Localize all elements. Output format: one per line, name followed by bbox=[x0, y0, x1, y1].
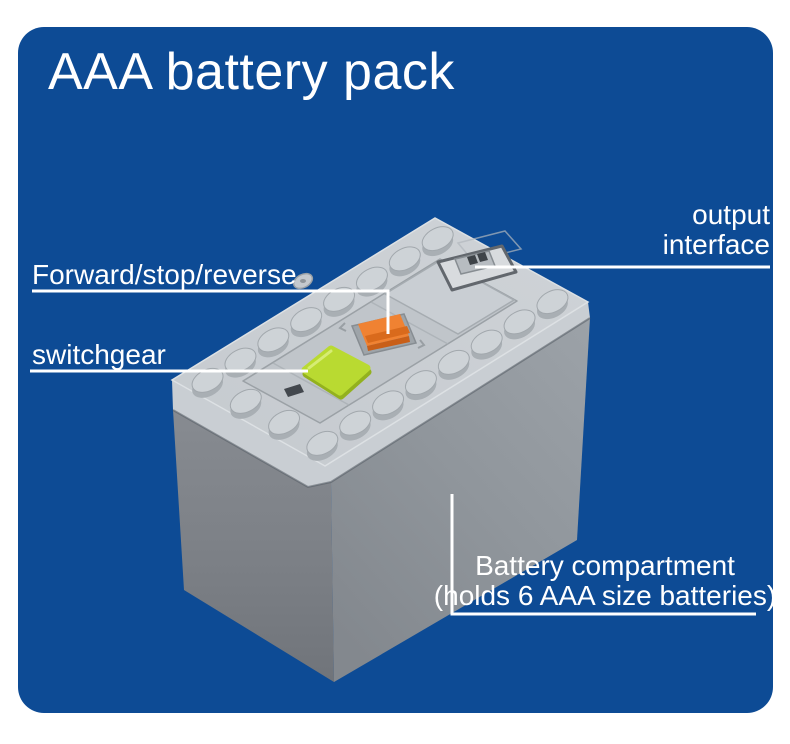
stud-top bbox=[355, 266, 388, 292]
stud-top bbox=[229, 388, 262, 414]
stud-top bbox=[404, 370, 437, 396]
stud-top bbox=[257, 327, 290, 353]
page-title: AAA battery pack bbox=[48, 43, 455, 101]
stud-top bbox=[268, 409, 301, 435]
arrow-mark bbox=[417, 339, 426, 349]
stud-top bbox=[536, 289, 569, 315]
stud-top bbox=[306, 430, 339, 456]
stud-top bbox=[503, 309, 536, 335]
leader-line-forward-stop-reverse bbox=[32, 289, 390, 334]
connector-pin bbox=[477, 252, 488, 262]
stud-top bbox=[421, 226, 454, 252]
connector-pad bbox=[383, 259, 516, 335]
green-button bbox=[301, 345, 372, 400]
label-switchgear: switchgear bbox=[32, 339, 166, 370]
battery-body bbox=[173, 318, 590, 682]
arrow-mark bbox=[338, 322, 347, 332]
green-button-highlight bbox=[307, 349, 333, 370]
stud-top bbox=[290, 307, 323, 333]
stud-top bbox=[388, 246, 421, 272]
leader-line-battery-compartment bbox=[450, 494, 756, 616]
battery-body-end-face bbox=[173, 410, 334, 682]
label-output-interface: output interface bbox=[662, 199, 770, 260]
stud-top bbox=[372, 390, 405, 416]
switch-ridge bbox=[365, 326, 410, 343]
stud-top bbox=[470, 329, 503, 355]
stud-top bbox=[437, 349, 470, 375]
switch-lip bbox=[367, 336, 410, 351]
battery-box-studs bbox=[191, 226, 569, 461]
connector-pin bbox=[467, 255, 478, 265]
channel-seam bbox=[370, 301, 449, 345]
battery-body-side-face bbox=[331, 318, 590, 682]
stud-top bbox=[339, 410, 372, 436]
label-forward-stop-reverse: Forward/stop/reverse bbox=[32, 259, 297, 290]
pin-hole bbox=[292, 272, 314, 290]
label-battery-compartment: Battery compartment (holds 6 AAA size ba… bbox=[433, 550, 777, 611]
stud-top bbox=[224, 347, 257, 373]
lid-skirt bbox=[172, 302, 590, 487]
orange-switch bbox=[350, 313, 418, 356]
lid-shadow-line bbox=[172, 317, 591, 489]
slot-detail bbox=[284, 384, 304, 397]
